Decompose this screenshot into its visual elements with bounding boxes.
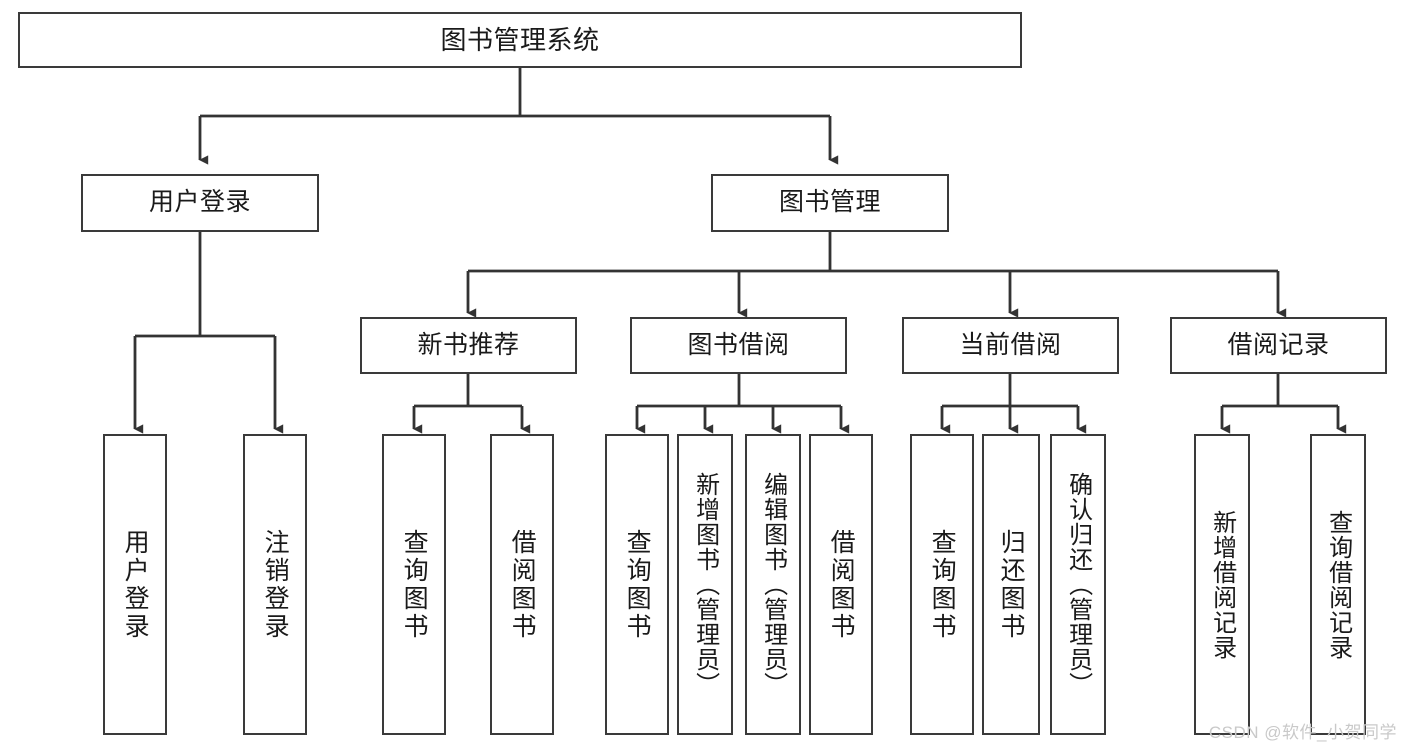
node-leaf-query-book-borrow[interactable]: 查询图书	[605, 434, 669, 735]
node-leaf-borrow-book-recommend[interactable]: 借阅图书	[490, 434, 554, 735]
node-label: 图书管理系统	[440, 24, 600, 55]
node-label: 归还图书	[997, 528, 1026, 641]
node-label: 图书管理	[778, 188, 881, 217]
node-label: 借阅图书	[508, 528, 537, 641]
node-leaf-user-login[interactable]: 用户登录	[103, 434, 167, 735]
node-book-management[interactable]: 图书管理	[711, 174, 949, 232]
node-root-book-management-system[interactable]: 图书管理系统	[18, 12, 1022, 68]
node-label: 确认归还（管理员）	[1064, 472, 1092, 697]
node-label: 借阅记录	[1227, 330, 1330, 359]
node-label: 编辑图书（管理员）	[759, 472, 787, 697]
node-user-login[interactable]: 用户登录	[81, 174, 319, 232]
csdn-watermark: CSDN @软件_小贺同学	[1208, 723, 1397, 742]
node-label: 查询借阅记录	[1324, 509, 1352, 660]
node-leaf-query-borrow-record[interactable]: 查询借阅记录	[1310, 434, 1366, 735]
node-leaf-add-book-admin[interactable]: 新增图书（管理员）	[677, 434, 733, 735]
node-label: 借阅图书	[827, 528, 856, 641]
node-borrow-record[interactable]: 借阅记录	[1170, 317, 1387, 374]
node-leaf-return-book[interactable]: 归还图书	[982, 434, 1040, 735]
node-leaf-logout-login[interactable]: 注销登录	[243, 434, 307, 735]
node-label: 用户登录	[121, 528, 150, 641]
node-label: 查询图书	[623, 528, 652, 641]
node-leaf-query-book-recommend[interactable]: 查询图书	[382, 434, 446, 735]
node-current-borrow[interactable]: 当前借阅	[902, 317, 1119, 374]
node-leaf-query-book-current[interactable]: 查询图书	[910, 434, 974, 735]
node-book-borrow[interactable]: 图书借阅	[630, 317, 847, 374]
node-label: 用户登录	[148, 188, 251, 217]
node-label: 新书推荐	[417, 330, 520, 359]
node-leaf-confirm-return-admin[interactable]: 确认归还（管理员）	[1050, 434, 1106, 735]
node-label: 查询图书	[400, 528, 429, 641]
node-label: 图书借阅	[687, 330, 790, 359]
node-leaf-add-borrow-record[interactable]: 新增借阅记录	[1194, 434, 1250, 735]
node-leaf-edit-book-admin[interactable]: 编辑图书（管理员）	[745, 434, 801, 735]
node-label: 当前借阅	[959, 330, 1062, 359]
node-label: 查询图书	[928, 528, 957, 641]
node-leaf-borrow-book[interactable]: 借阅图书	[809, 434, 873, 735]
node-label: 新增借阅记录	[1208, 509, 1236, 660]
node-label: 注销登录	[261, 528, 290, 641]
node-label: 新增图书（管理员）	[691, 472, 719, 697]
node-new-book-recommend[interactable]: 新书推荐	[360, 317, 577, 374]
